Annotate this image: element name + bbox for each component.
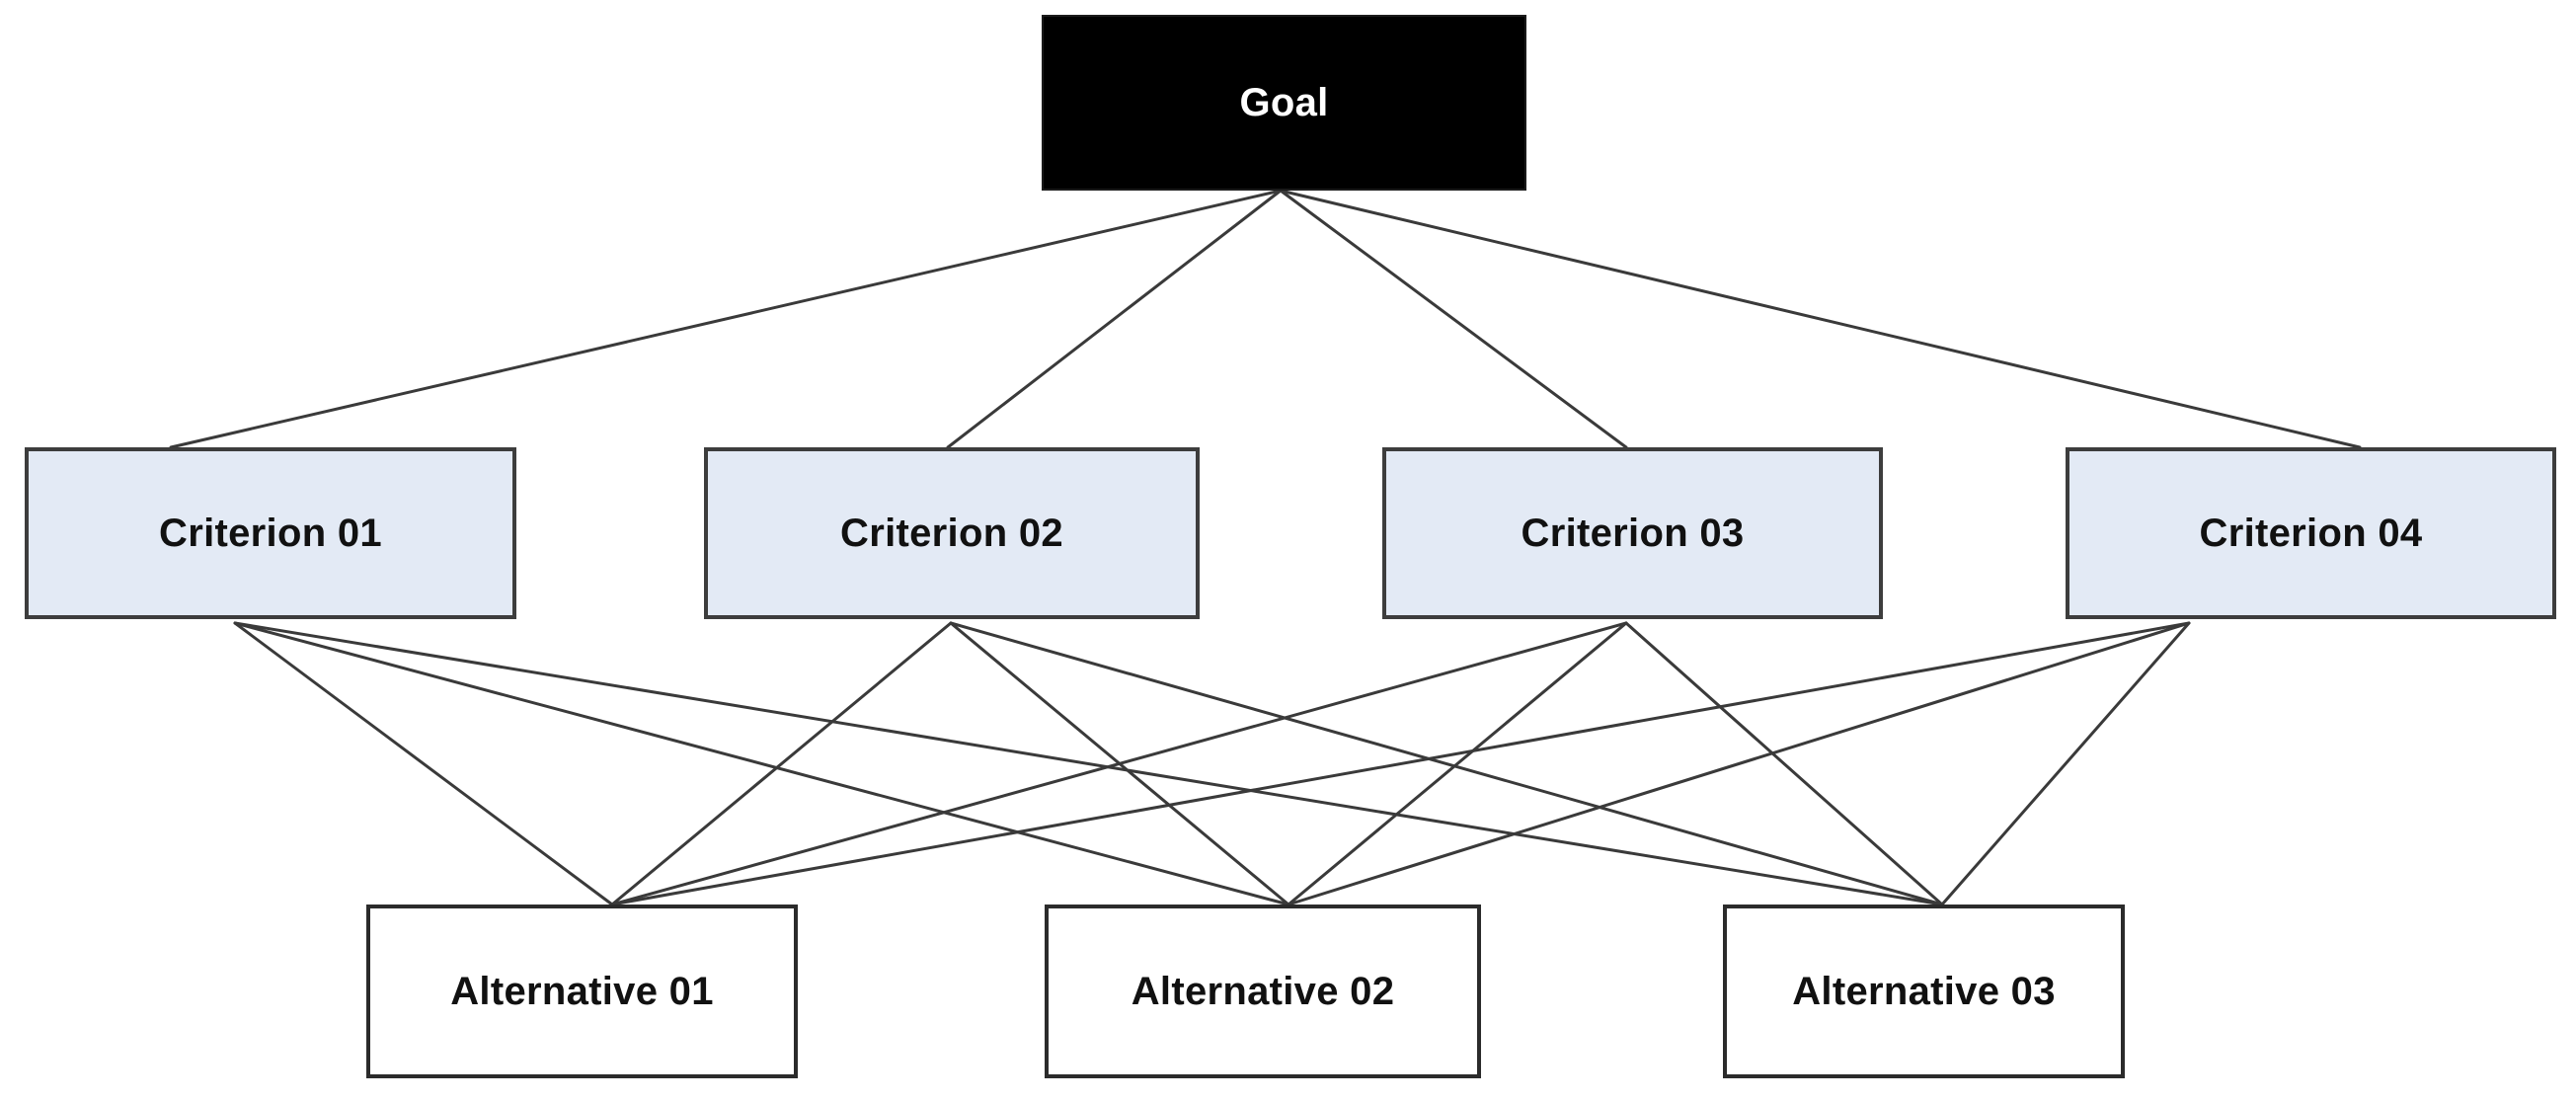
criterion-label: Criterion 01 <box>159 512 382 555</box>
alternative-node-3[interactable]: Alternative 03 <box>1723 905 2125 1078</box>
edge-criterion-alternative-7 <box>610 621 1628 906</box>
criterion-node-1[interactable]: Criterion 01 <box>25 447 516 619</box>
criterion-node-3[interactable]: Criterion 03 <box>1382 447 1883 619</box>
edge-criterion-alternative-1 <box>233 621 614 906</box>
criterion-label: Criterion 03 <box>1521 512 1745 555</box>
edge-criterion-alternative-2 <box>233 621 1290 906</box>
alternative-label: Alternative 03 <box>1792 970 2056 1013</box>
edge-criterion-alternative-5 <box>949 621 1290 906</box>
criterion-node-2[interactable]: Criterion 02 <box>704 447 1200 619</box>
goal-to-criteria-edges <box>169 189 2362 449</box>
edge-criterion-alternative-9 <box>1624 621 1944 906</box>
edge-goal-criterion-4 <box>1279 189 2362 449</box>
alternative-node-1[interactable]: Alternative 01 <box>366 905 798 1078</box>
edge-goal-criterion-1 <box>169 189 1283 449</box>
alternative-label: Alternative 02 <box>1131 970 1395 1013</box>
edge-criterion-alternative-12 <box>1940 621 2191 906</box>
edge-criterion-alternative-8 <box>1287 621 1628 906</box>
edge-goal-criterion-3 <box>1279 189 1628 449</box>
criterion-label: Criterion 04 <box>2199 512 2423 555</box>
goal-node[interactable]: Goal <box>1042 15 1526 191</box>
alternative-label: Alternative 01 <box>450 970 714 1013</box>
edge-criterion-alternative-11 <box>1287 621 2191 906</box>
criterion-node-4[interactable]: Criterion 04 <box>2066 447 2556 619</box>
edge-criterion-alternative-4 <box>610 621 953 906</box>
edge-goal-criterion-2 <box>946 189 1283 449</box>
edge-criterion-alternative-6 <box>949 621 1944 906</box>
goal-label: Goal <box>1239 81 1329 124</box>
edge-criterion-alternative-3 <box>233 621 1944 906</box>
alternative-node-2[interactable]: Alternative 02 <box>1045 905 1481 1078</box>
criteria-to-alternatives-edges <box>233 621 2191 906</box>
criterion-label: Criterion 02 <box>840 512 1063 555</box>
edge-criterion-alternative-10 <box>610 621 2191 906</box>
